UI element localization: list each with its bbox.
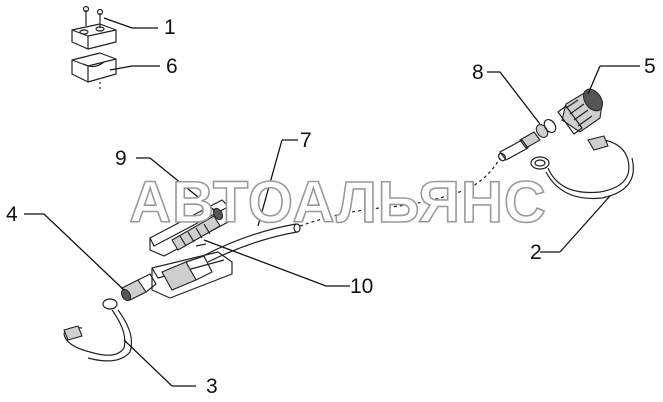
watermark-text: АВТОАЛЬЯНС: [129, 170, 546, 235]
leader-lines: [24, 17, 640, 387]
callout-5: 5: [644, 55, 656, 78]
part-cap-strap-2: [530, 135, 634, 200]
callout-1: 1: [164, 16, 176, 39]
part-washer-8: [498, 118, 557, 162]
callout-10: 10: [350, 275, 373, 298]
callout-labels: 1 2 3 4 5 6 7 8 9 10: [6, 16, 656, 398]
part-plug-4: [120, 273, 157, 302]
callout-6: 6: [166, 55, 178, 78]
part-cable-7: [204, 157, 501, 263]
callout-4: 4: [6, 203, 18, 226]
callout-8: 8: [472, 61, 484, 84]
part-clamp-assembly: [71, 5, 117, 92]
callout-7: 7: [300, 129, 312, 152]
callout-9: 9: [115, 147, 127, 170]
part-cap-strap-3: [63, 298, 133, 362]
part-housing-10: [151, 243, 233, 299]
callout-3: 3: [206, 375, 218, 398]
callout-2: 2: [530, 241, 542, 264]
part-housing-9: [149, 199, 233, 257]
part-connector-5: [557, 88, 604, 135]
